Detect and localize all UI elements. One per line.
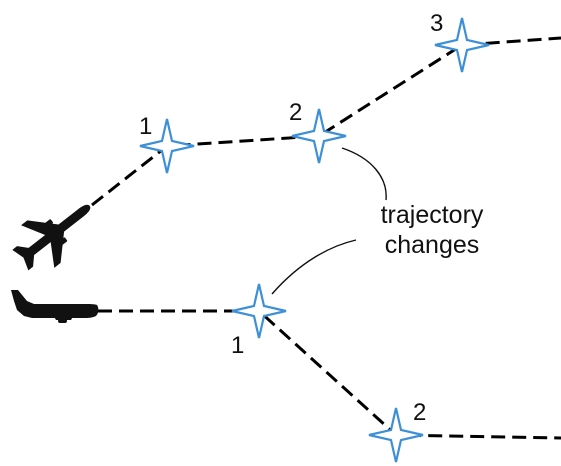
callout-leader-upper xyxy=(341,147,387,201)
lower-waypoint-1-label: 1 xyxy=(231,332,244,359)
airplane-top-view-icon xyxy=(12,204,91,271)
lower-waypoint-2: 2 xyxy=(368,399,426,463)
four-point-star-icon xyxy=(139,118,195,174)
lower-waypoint-2-label: 2 xyxy=(413,399,426,426)
four-point-star-icon xyxy=(291,108,347,164)
upper-route-path xyxy=(91,36,561,207)
callout-line-2: changes xyxy=(385,231,480,259)
upper-waypoint-1: 1 xyxy=(139,113,195,174)
upper-waypoint-3-label: 3 xyxy=(430,10,443,37)
callout-leader-lower xyxy=(271,239,357,295)
four-point-star-icon xyxy=(368,407,424,463)
lower-route-path xyxy=(98,309,561,440)
airplane-side-view-icon xyxy=(11,290,99,323)
lower-waypoint-1: 1 xyxy=(231,283,287,359)
four-point-star-icon xyxy=(231,283,287,339)
upper-waypoint-3: 3 xyxy=(430,10,490,73)
upper-waypoint-2-label: 2 xyxy=(289,99,302,126)
upper-waypoint-2: 2 xyxy=(289,99,347,164)
callout-line-1: trajectory xyxy=(381,201,484,229)
four-point-star-icon xyxy=(434,17,490,73)
upper-waypoint-1-label: 1 xyxy=(139,113,152,140)
